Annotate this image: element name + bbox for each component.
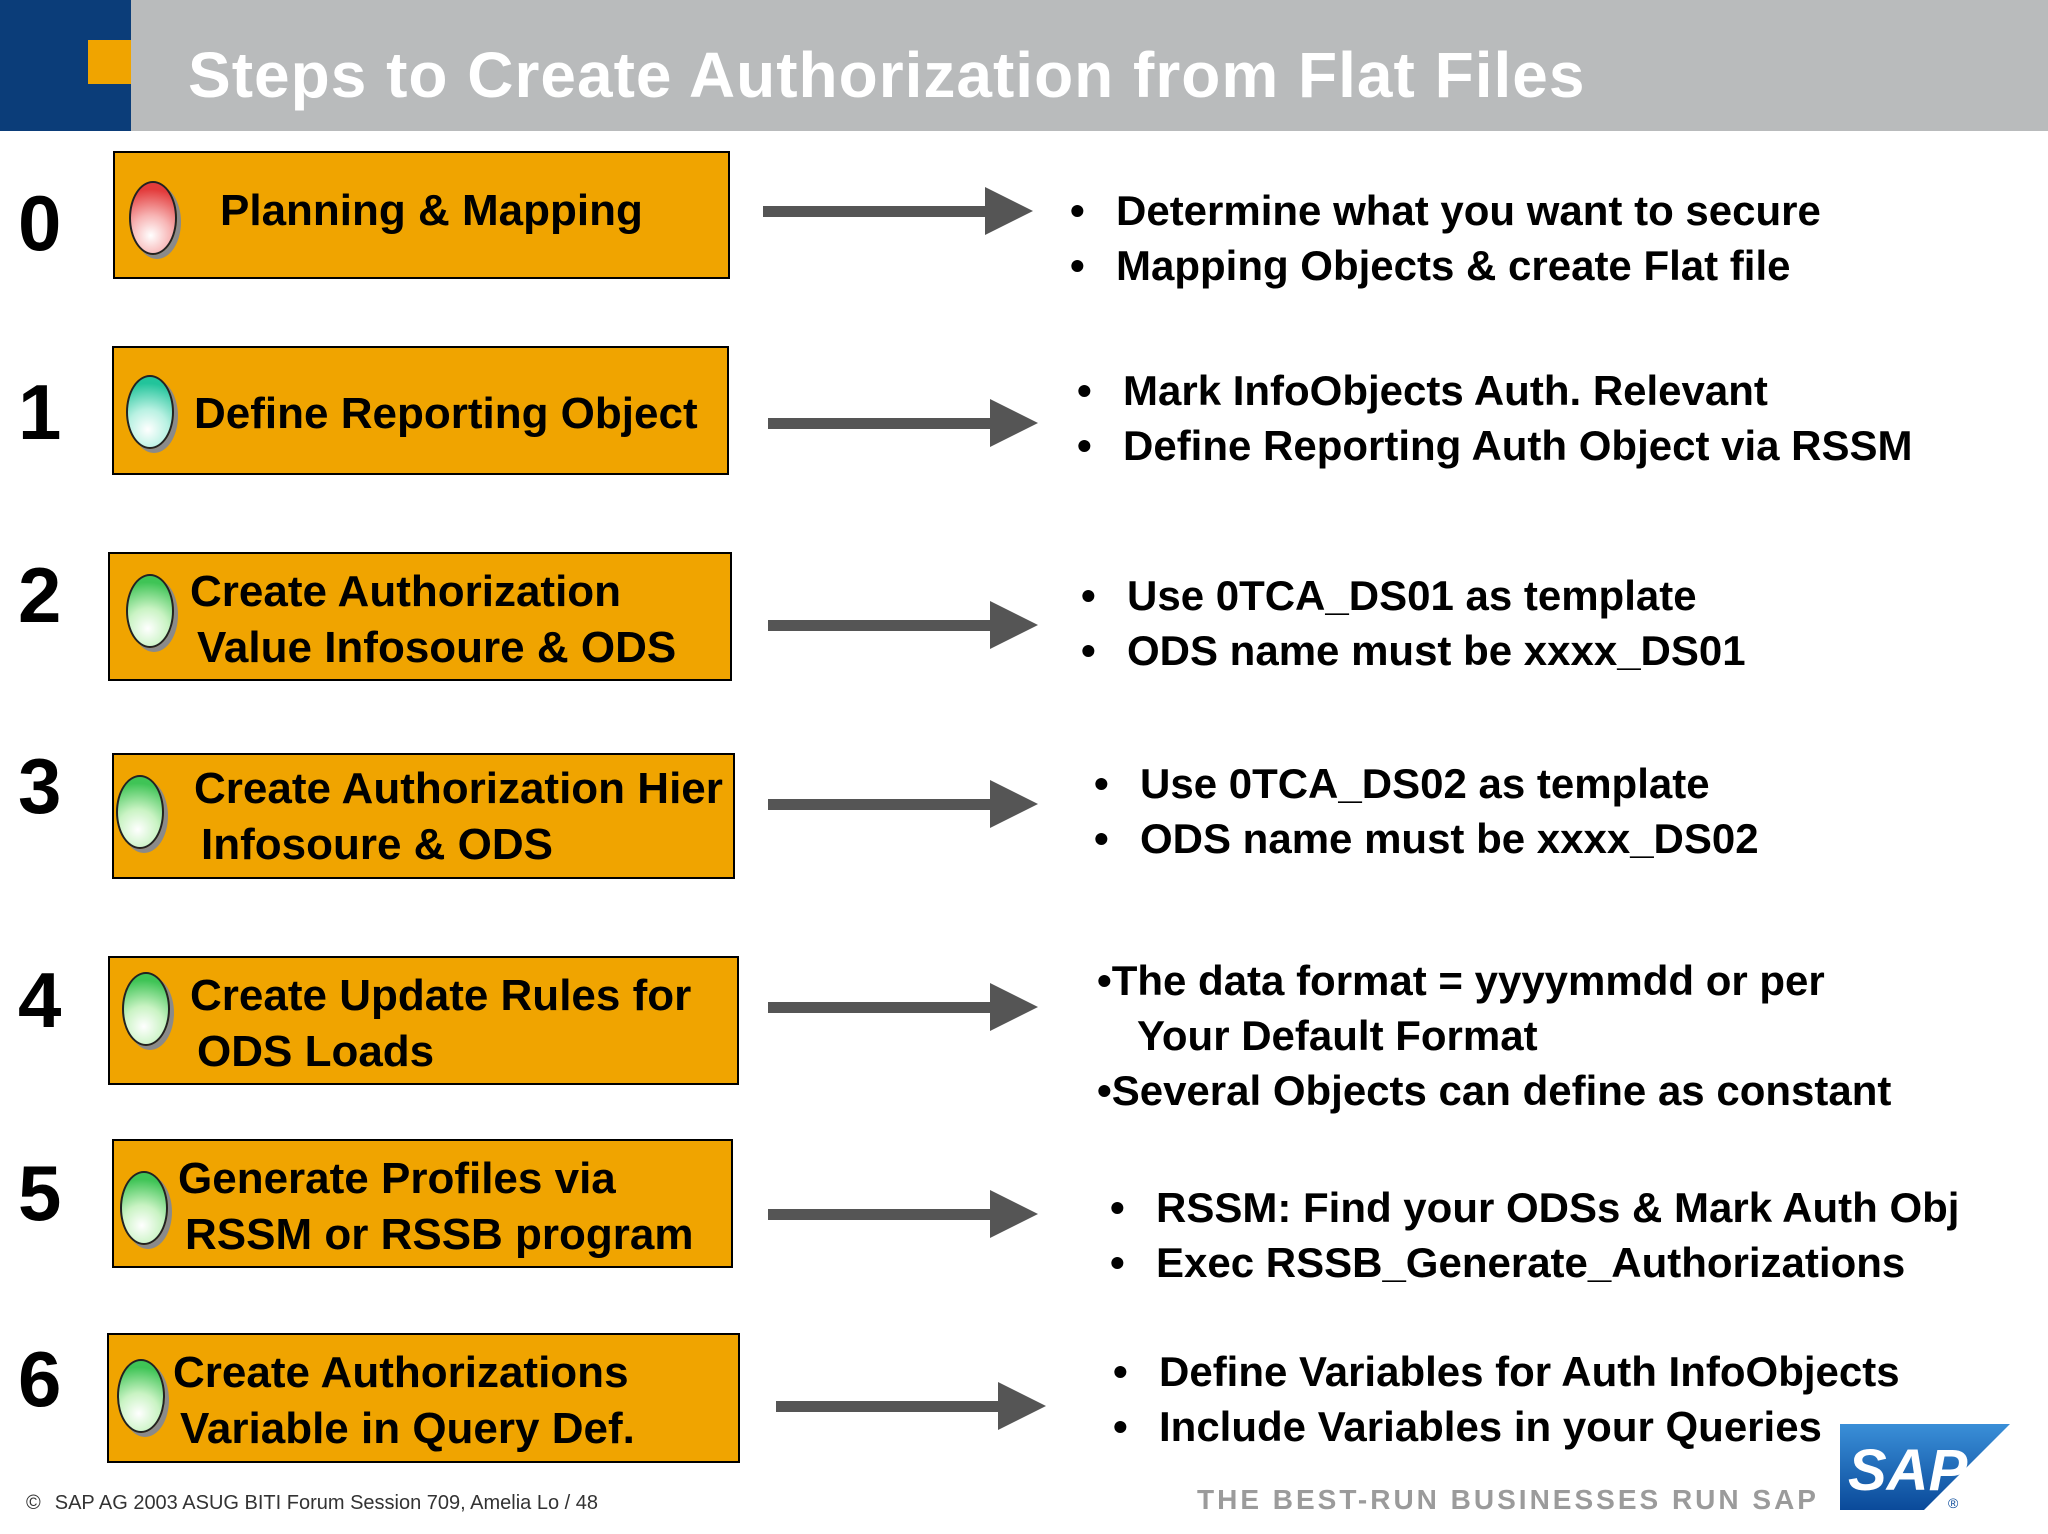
arrow-5 bbox=[768, 1190, 1038, 1238]
footer-copyright: ©SAP AG 2003 ASUG BITI Forum Session 709… bbox=[26, 1492, 599, 1514]
step-label-0: Planning & Mapping bbox=[220, 183, 643, 239]
green-bulb-icon bbox=[120, 1171, 168, 1245]
slide-title: Steps to Create Authorization from Flat … bbox=[188, 39, 1586, 111]
green-bulb-icon bbox=[117, 1359, 165, 1433]
arrow-1 bbox=[768, 399, 1038, 447]
step-bullets-1: •Mark InfoObjects Auth. Relevant •Define… bbox=[1077, 363, 1913, 473]
step-label-2: Create Authorization Value Infosoure & O… bbox=[190, 564, 676, 676]
arrow-2 bbox=[768, 601, 1038, 649]
step-label-6: Create Authorizations Variable in Query … bbox=[173, 1345, 635, 1457]
step-bullets-3: •Use 0TCA_DS02 as template •ODS name mus… bbox=[1094, 756, 1759, 866]
step-box-6: Create Authorizations Variable in Query … bbox=[107, 1333, 740, 1463]
green-bulb-icon bbox=[122, 972, 170, 1046]
step-bullets-0: •Determine what you want to secure •Mapp… bbox=[1070, 183, 1821, 293]
footer-tagline: THE BEST-RUN BUSINESSES RUN SAP bbox=[1197, 1484, 1819, 1515]
step-number-5: 5 bbox=[18, 1149, 62, 1237]
step-number-0: 0 bbox=[18, 179, 62, 267]
bullet-item: •ODS name must be xxxx_DS02 bbox=[1094, 815, 1759, 862]
registered-mark: ® bbox=[1948, 1495, 1959, 1510]
red-bulb-icon bbox=[129, 181, 177, 255]
step-label-4-line-2: ODS Loads bbox=[197, 1027, 435, 1076]
bullet-item: •Mapping Objects & create Flat file bbox=[1070, 242, 1791, 289]
step-label-3-line-1: Create Authorization Hier bbox=[194, 764, 723, 813]
step-bullets-2: •Use 0TCA_DS01 as template •ODS name mus… bbox=[1081, 568, 1746, 678]
arrow-6 bbox=[776, 1382, 1046, 1430]
step-box-4: Create Update Rules for ODS Loads bbox=[108, 956, 739, 1085]
step-number-3: 3 bbox=[18, 742, 62, 830]
green-bulb-icon bbox=[126, 574, 174, 648]
step-box-2: Create Authorization Value Infosoure & O… bbox=[108, 552, 732, 681]
step-box-0: Planning & Mapping bbox=[113, 151, 730, 279]
step-label-1: Define Reporting Object bbox=[194, 386, 698, 442]
header-orange-square bbox=[88, 40, 131, 84]
step-box-1: Define Reporting Object bbox=[112, 346, 729, 475]
step-bullets-4: •The data format = yyyymmdd or per Your … bbox=[1097, 953, 1891, 1118]
step-label-2-line-2: Value Infosoure & ODS bbox=[197, 623, 677, 672]
green-bulb-icon bbox=[116, 775, 164, 849]
step-label-1-line-1: Define Reporting Object bbox=[194, 389, 698, 438]
step-box-3: Create Authorization Hier Infosoure & OD… bbox=[112, 753, 735, 879]
step-label-4-line-1: Create Update Rules for bbox=[190, 971, 692, 1020]
teal-bulb-icon bbox=[126, 375, 174, 449]
bullet-item: •The data format = yyyymmdd or per bbox=[1097, 957, 1825, 1004]
copyright-icon: © bbox=[26, 1492, 41, 1514]
bullet-item: •Include Variables in your Queries bbox=[1113, 1403, 1822, 1450]
step-bullets-6: •Define Variables for Auth InfoObjects •… bbox=[1113, 1344, 1900, 1454]
step-label-4: Create Update Rules for ODS Loads bbox=[190, 968, 691, 1080]
step-number-1: 1 bbox=[18, 368, 62, 456]
step-number-2: 2 bbox=[18, 551, 62, 639]
sap-logo: SAP ® bbox=[1840, 1424, 2010, 1510]
slide-header: Steps to Create Authorization from Flat … bbox=[0, 0, 2048, 131]
bullet-item: Your Default Format bbox=[1137, 1012, 1538, 1059]
bullet-item: •Exec RSSB_Generate_Authorizations bbox=[1110, 1239, 1906, 1286]
step-label-0-line-1: Planning & Mapping bbox=[220, 186, 643, 235]
bullet-item: •Use 0TCA_DS01 as template bbox=[1081, 572, 1697, 619]
step-box-5: Generate Profiles via RSSM or RSSB progr… bbox=[112, 1139, 733, 1268]
step-label-3: Create Authorization Hier Infosoure & OD… bbox=[194, 761, 723, 873]
bullet-item: •Mark InfoObjects Auth. Relevant bbox=[1077, 367, 1768, 414]
bullet-item: •ODS name must be xxxx_DS01 bbox=[1081, 627, 1746, 674]
bullet-item: •Define Reporting Auth Object via RSSM bbox=[1077, 422, 1913, 469]
bullet-item: •RSSM: Find your ODSs & Mark Auth Obj bbox=[1110, 1184, 1960, 1231]
step-label-2-line-1: Create Authorization bbox=[190, 567, 622, 616]
arrow-3 bbox=[768, 780, 1038, 828]
bullet-item: •Determine what you want to secure bbox=[1070, 187, 1821, 234]
step-label-3-line-2: Infosoure & ODS bbox=[201, 820, 554, 869]
arrow-4 bbox=[768, 983, 1038, 1031]
step-label-6-line-1: Create Authorizations bbox=[173, 1348, 629, 1397]
bullet-item: •Use 0TCA_DS02 as template bbox=[1094, 760, 1710, 807]
step-label-5: Generate Profiles via RSSM or RSSB progr… bbox=[178, 1151, 694, 1263]
step-label-6-line-2: Variable in Query Def. bbox=[180, 1404, 635, 1453]
step-number-6: 6 bbox=[18, 1335, 62, 1423]
bullet-item: •Define Variables for Auth InfoObjects bbox=[1113, 1348, 1900, 1395]
sap-logo-text: SAP bbox=[1848, 1438, 1968, 1503]
arrow-0 bbox=[763, 187, 1033, 235]
step-bullets-5: •RSSM: Find your ODSs & Mark Auth Obj •E… bbox=[1110, 1180, 1959, 1290]
step-label-5-line-2: RSSM or RSSB program bbox=[185, 1210, 694, 1259]
step-label-5-line-1: Generate Profiles via bbox=[178, 1154, 616, 1203]
bullet-item: •Several Objects can define as constant bbox=[1097, 1067, 1892, 1114]
step-number-4: 4 bbox=[18, 956, 62, 1044]
